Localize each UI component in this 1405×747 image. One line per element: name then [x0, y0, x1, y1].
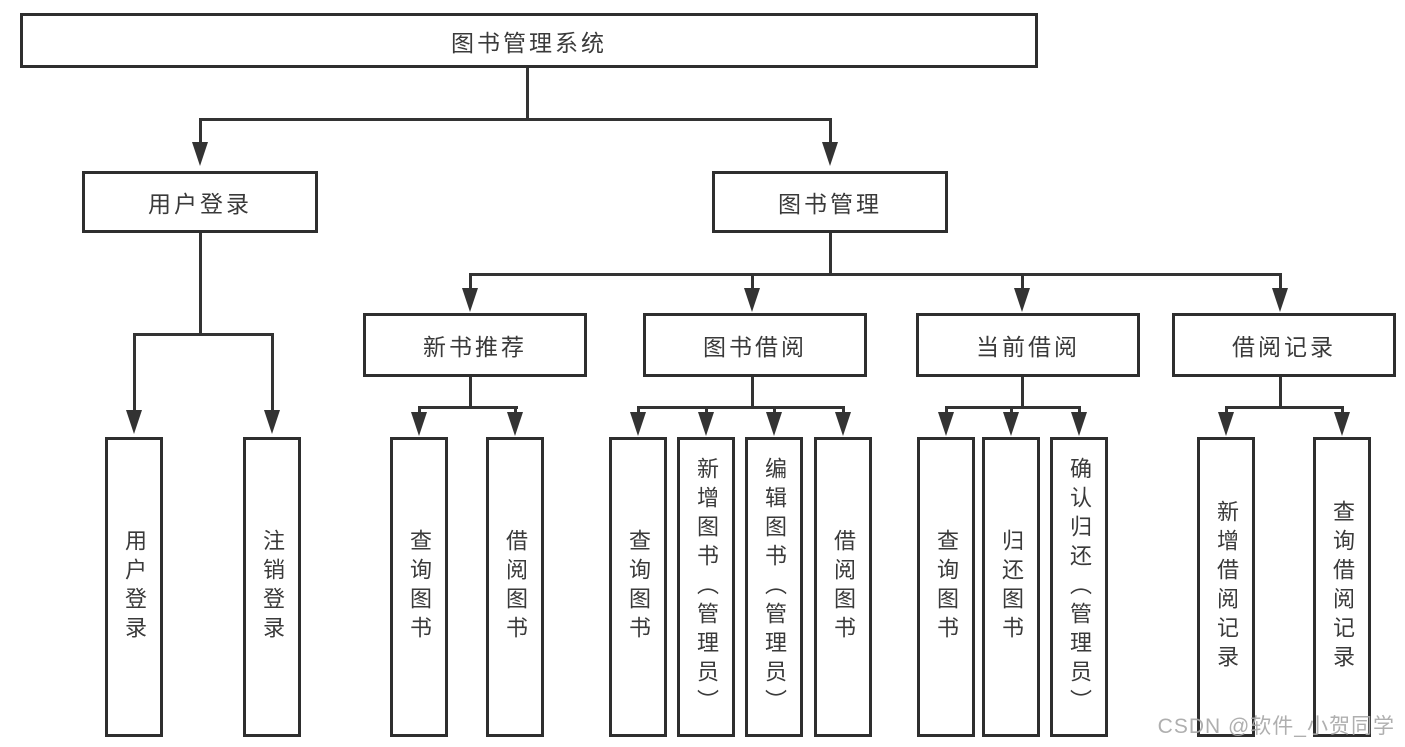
- leaf-records-query-record: 查询借阅记录: [1313, 437, 1371, 737]
- node-current-borrow-label: 当前借阅: [976, 334, 1080, 360]
- leaf-borrow-add-books-admin-label: 新增图书（管理员）: [694, 456, 719, 718]
- leaf-current-confirm-return-admin-label: 确认归还（管理员）: [1067, 456, 1092, 718]
- arrowhead-down-icon: [1218, 412, 1234, 436]
- arrowhead-down-icon: [1003, 412, 1019, 436]
- node-new-book-recommend-label: 新书推荐: [423, 334, 527, 360]
- leaf-newbook-borrow-books-label: 借阅图书: [503, 529, 528, 645]
- connector-line: [829, 118, 832, 144]
- connector-line: [1279, 273, 1282, 288]
- leaf-newbook-query-books: 查询图书: [390, 437, 448, 737]
- connector-line: [469, 377, 472, 406]
- connector-line: [829, 233, 832, 273]
- node-root-system: 图书管理系统: [20, 13, 1038, 68]
- connector-line: [199, 118, 832, 121]
- connector-line: [133, 333, 274, 336]
- leaf-current-query-books-label: 查询图书: [934, 529, 959, 645]
- leaf-borrow-query-books: 查询图书: [609, 437, 667, 737]
- connector-line: [199, 118, 202, 144]
- arrowhead-down-icon: [507, 412, 523, 436]
- arrowhead-down-icon: [126, 410, 142, 434]
- connector-line: [1021, 273, 1024, 288]
- node-book-borrow-label: 图书借阅: [703, 334, 807, 360]
- connector-line: [133, 333, 136, 410]
- arrowhead-down-icon: [744, 288, 760, 312]
- arrowhead-down-icon: [1014, 288, 1030, 312]
- connector-line: [1078, 406, 1081, 412]
- node-root-label: 图书管理系统: [451, 29, 607, 56]
- arrowhead-down-icon: [630, 412, 646, 436]
- leaf-borrow-borrow-books: 借阅图书: [814, 437, 872, 737]
- node-book-management-label: 图书管理: [778, 191, 882, 217]
- leaf-current-query-books: 查询图书: [917, 437, 975, 737]
- connector-line: [705, 406, 708, 412]
- leaf-logout: 注销登录: [243, 437, 301, 737]
- connector-line: [1010, 406, 1013, 412]
- leaf-current-confirm-return-admin: 确认归还（管理员）: [1050, 437, 1108, 737]
- connector-line: [773, 406, 776, 412]
- leaf-records-query-record-label: 查询借阅记录: [1330, 500, 1355, 674]
- leaf-user-login: 用户登录: [105, 437, 163, 737]
- connector-line: [418, 406, 421, 412]
- connector-line: [469, 273, 472, 288]
- arrowhead-down-icon: [938, 412, 954, 436]
- arrowhead-down-icon: [822, 142, 838, 166]
- arrowhead-down-icon: [1272, 288, 1288, 312]
- connector-line: [271, 333, 274, 410]
- connector-line: [842, 406, 845, 412]
- connector-line: [945, 406, 948, 412]
- connector-line: [1225, 406, 1343, 409]
- node-book-management: 图书管理: [712, 171, 948, 233]
- arrowhead-down-icon: [1071, 412, 1087, 436]
- connector-line: [1225, 406, 1228, 412]
- leaf-borrow-borrow-books-label: 借阅图书: [831, 529, 856, 645]
- leaf-newbook-borrow-books: 借阅图书: [486, 437, 544, 737]
- leaf-current-return-books-label: 归还图书: [999, 529, 1024, 645]
- leaf-current-return-books: 归还图书: [982, 437, 1040, 737]
- leaf-borrow-query-books-label: 查询图书: [626, 529, 651, 645]
- arrowhead-down-icon: [192, 142, 208, 166]
- node-new-book-recommend: 新书推荐: [363, 313, 587, 377]
- connector-line: [1279, 377, 1282, 406]
- node-user-login: 用户登录: [82, 171, 318, 233]
- connector-line: [469, 273, 1282, 276]
- leaf-user-login-label: 用户登录: [122, 529, 147, 645]
- arrowhead-down-icon: [462, 288, 478, 312]
- leaf-borrow-add-books-admin: 新增图书（管理员）: [677, 437, 735, 737]
- connector-line: [514, 406, 517, 412]
- leaf-newbook-query-books-label: 查询图书: [407, 529, 432, 645]
- node-current-borrow: 当前借阅: [916, 313, 1140, 377]
- connector-line: [751, 273, 754, 288]
- connector-line: [637, 406, 640, 412]
- connector-line: [637, 406, 845, 409]
- leaf-logout-label: 注销登录: [260, 529, 285, 645]
- node-borrow-records: 借阅记录: [1172, 313, 1396, 377]
- connector-line: [526, 68, 529, 118]
- arrowhead-down-icon: [835, 412, 851, 436]
- arrowhead-down-icon: [411, 412, 427, 436]
- connector-line: [1341, 406, 1344, 412]
- node-borrow-records-label: 借阅记录: [1232, 334, 1336, 360]
- connector-line: [1021, 377, 1024, 406]
- connector-line: [199, 233, 202, 333]
- csdn-watermark: CSDN @软件_小贺同学: [1157, 715, 1395, 738]
- arrowhead-down-icon: [766, 412, 782, 436]
- arrowhead-down-icon: [264, 410, 280, 434]
- leaf-borrow-edit-books-admin: 编辑图书（管理员）: [745, 437, 803, 737]
- connector-line: [751, 377, 754, 406]
- connector-line: [945, 406, 1081, 409]
- node-book-borrow: 图书借阅: [643, 313, 867, 377]
- arrowhead-down-icon: [698, 412, 714, 436]
- arrowhead-down-icon: [1334, 412, 1350, 436]
- node-user-login-label: 用户登录: [148, 191, 252, 217]
- leaf-records-add-record: 新增借阅记录: [1197, 437, 1255, 737]
- leaf-records-add-record-label: 新增借阅记录: [1214, 500, 1239, 674]
- connector-line: [418, 406, 518, 409]
- leaf-borrow-edit-books-admin-label: 编辑图书（管理员）: [762, 456, 787, 718]
